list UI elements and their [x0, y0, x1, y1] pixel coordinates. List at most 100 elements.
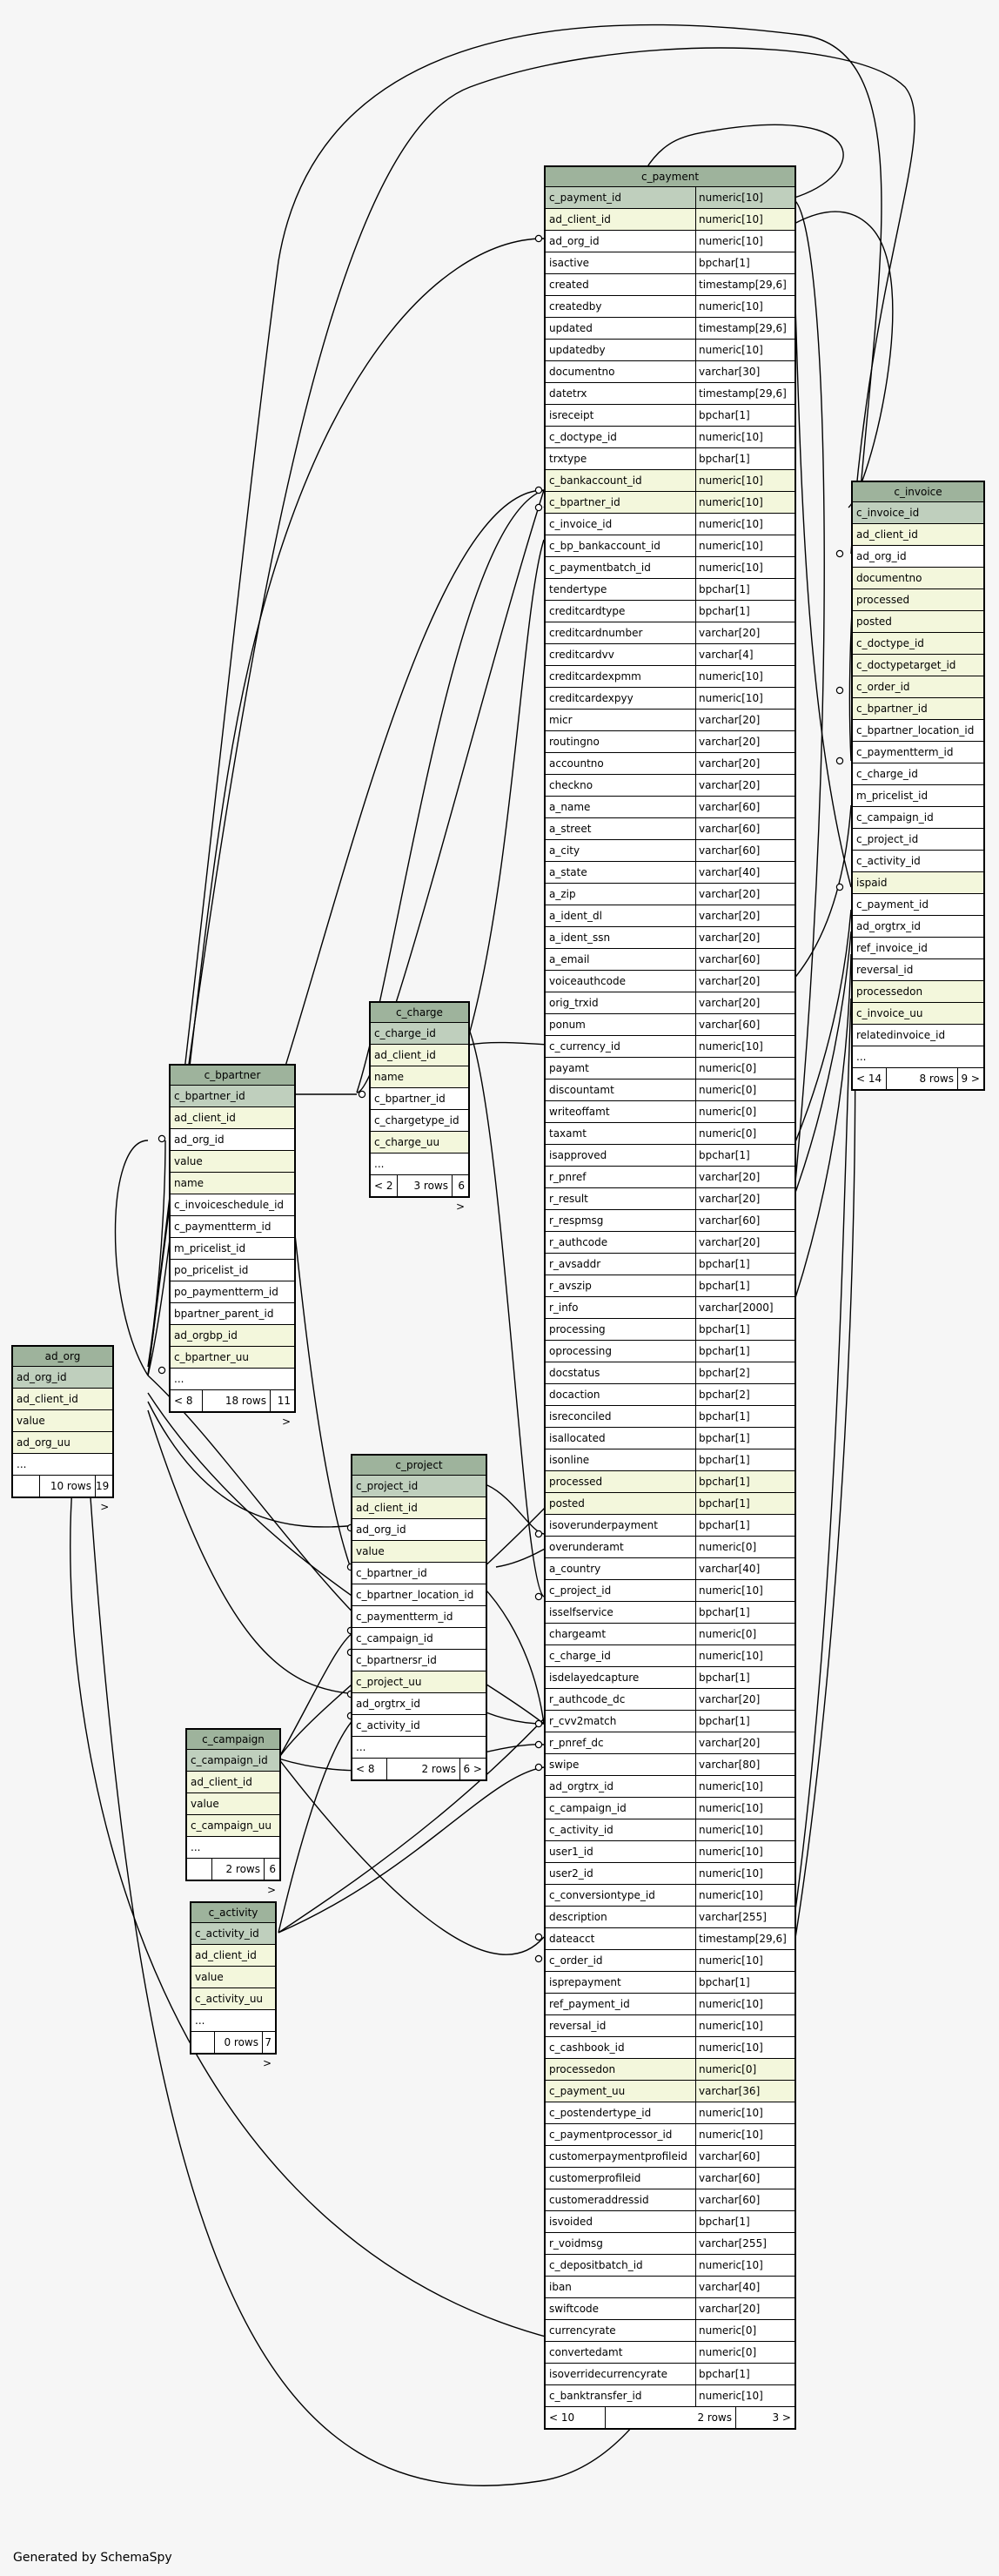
column-type: numeric[10] [695, 2124, 795, 2145]
column-name: isprepayment [549, 1976, 621, 1988]
column-name: c_payment_uu [549, 2085, 626, 2097]
column-type: varchar[80] [695, 1754, 795, 1775]
column-type: numeric[0] [695, 1058, 795, 1079]
column-name: c_payment_id [856, 898, 929, 911]
column-name: processedon [856, 985, 923, 998]
column-row: ad_client_id [171, 1107, 294, 1129]
column-row: c_doctype_id [853, 633, 983, 655]
column-name: ... [356, 1741, 366, 1753]
column-name: checkno [549, 779, 593, 791]
column-name: isapproved [549, 1149, 607, 1161]
column-name: accountno [549, 757, 604, 770]
column-type: bpchar[1] [695, 1145, 795, 1166]
column-type: numeric[10] [695, 1994, 795, 2014]
column-name: value [174, 1155, 203, 1167]
column-name: reversal_id [549, 2020, 607, 2032]
column-type: timestamp[29,6] [695, 318, 795, 339]
column-name: a_name [549, 801, 591, 813]
column-name: ... [195, 2014, 205, 2027]
column-name: r_info [549, 1301, 579, 1314]
column-name: a_country [549, 1563, 601, 1575]
column-row: c_invoice_uu [853, 1003, 983, 1025]
column-row: ispaid [853, 872, 983, 894]
column-row: c_bpartner_id [371, 1088, 468, 1110]
column-row: c_project_uu [352, 1671, 486, 1693]
children-count: 11 > [277, 1395, 291, 1428]
column-name: isselfservice [549, 1606, 613, 1618]
column-row: ad_org_id [13, 1367, 112, 1389]
column-type: bpchar[1] [695, 2364, 795, 2384]
column-name: a_street [549, 823, 592, 835]
column-name: c_postendertype_id [549, 2107, 652, 2119]
column-row: c_campaign_id [853, 807, 983, 829]
column-name: isonline [549, 1454, 590, 1466]
column-type: varchar[60] [695, 797, 795, 817]
column-row: value [187, 1793, 279, 1815]
column-name: relatedinvoice_id [856, 1029, 946, 1041]
column-row: reversal_id numeric[10] [546, 2015, 795, 2037]
column-row: c_charge_uu [371, 1132, 468, 1153]
column-row: value [171, 1151, 294, 1173]
column-name: ad_org_id [17, 1371, 67, 1383]
column-name: creditcardexpyy [549, 692, 634, 704]
column-name: ad_client_id [856, 528, 918, 541]
column-name: c_campaign_id [549, 1802, 627, 1814]
column-name: micr [549, 714, 573, 726]
column-row: c_bpartner_location_id [853, 720, 983, 742]
column-type: numeric[0] [695, 2059, 795, 2080]
column-name: ... [374, 1158, 385, 1170]
column-type: bpchar[1] [695, 1471, 795, 1492]
column-type: numeric[10] [695, 2015, 795, 2036]
column-row: c_order_id [853, 676, 983, 698]
column-name: c_charge_id [549, 1650, 611, 1662]
column-name: ref_payment_id [549, 1998, 630, 2010]
column-type: numeric[10] [695, 231, 795, 252]
children-count: 9 > [961, 1073, 980, 1085]
children-count: 3 > [772, 2411, 791, 2424]
column-name: isreceipt [549, 409, 594, 421]
column-type: numeric[10] [695, 470, 795, 491]
column-row: c_payment_id [853, 894, 983, 916]
column-name: c_project_id [856, 833, 919, 845]
column-name: ad_orgbp_id [174, 1329, 238, 1342]
column-name: m_pricelist_id [856, 790, 929, 802]
column-type: numeric[0] [695, 1123, 795, 1144]
column-name: c_bpartner_location_id [356, 1589, 474, 1601]
column-row: c_paymentterm_id [171, 1216, 294, 1238]
column-name: r_pnref_dc [549, 1737, 604, 1749]
column-name: ... [174, 1373, 184, 1385]
column-type: numeric[10] [695, 1580, 795, 1601]
column-name: c_conversiontype_id [549, 1889, 655, 1901]
row-count: 0 rows [215, 2032, 263, 2053]
column-name: ad_org_uu [17, 1436, 70, 1449]
column-row: processed [853, 589, 983, 611]
